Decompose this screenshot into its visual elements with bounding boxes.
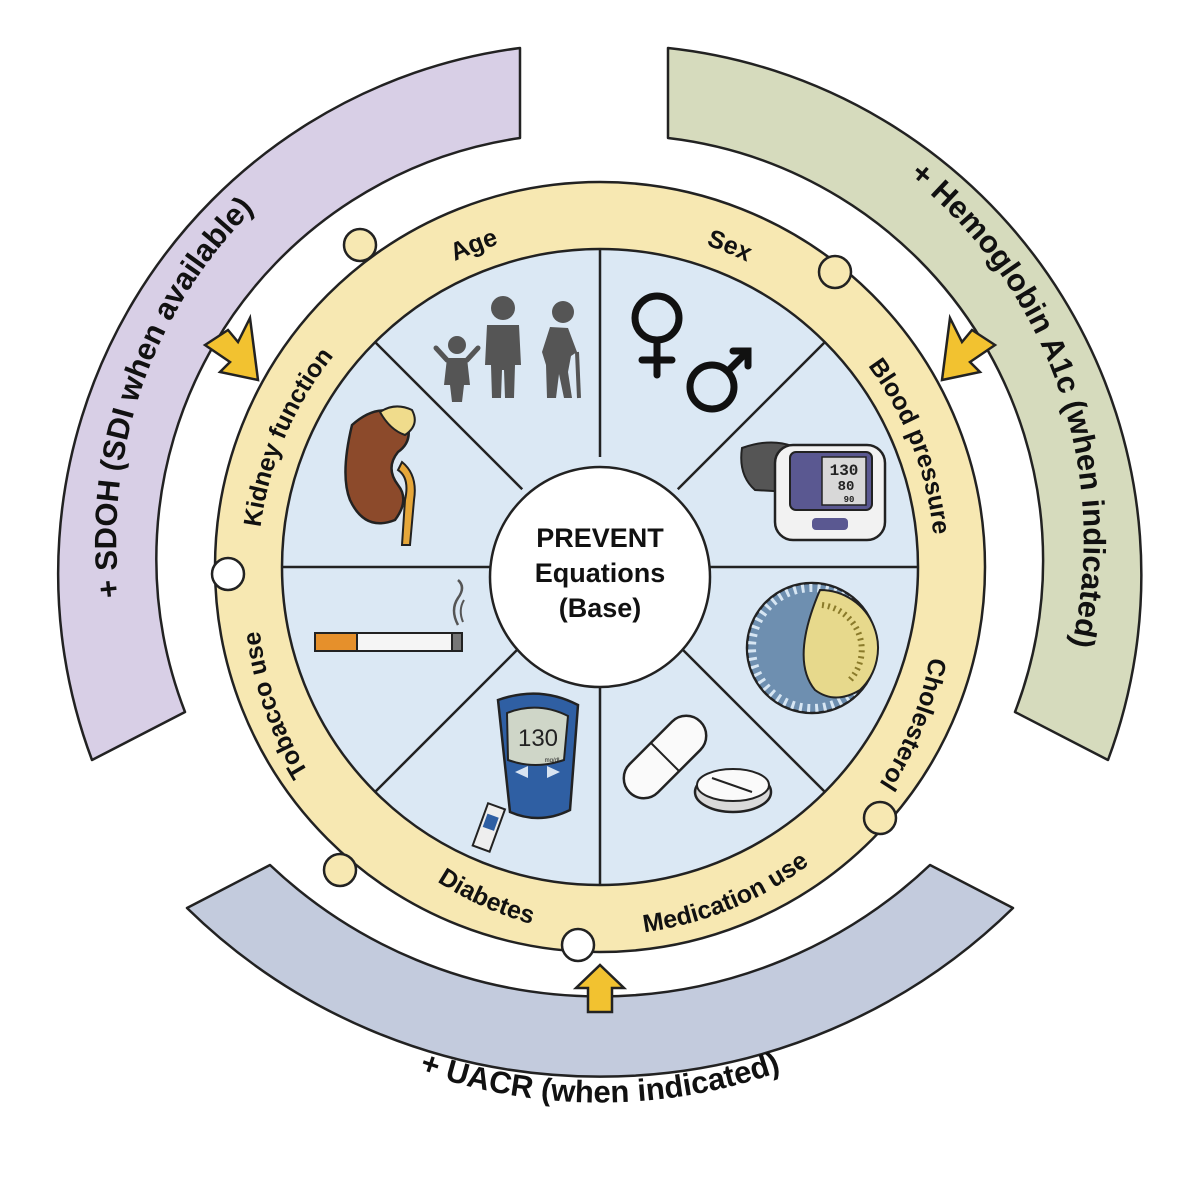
center-line2: Equations (535, 558, 666, 588)
blood-pressure-monitor-icon: 130 80 90 (740, 441, 887, 542)
glucose-reading: 130 (518, 725, 558, 752)
segment-divider (676, 643, 826, 793)
center-line1: PREVENT (536, 523, 664, 553)
segment-divider (374, 643, 524, 793)
sex-symbols-icon (631, 292, 752, 413)
center-hub: PREVENT Equations (Base) (488, 465, 712, 689)
arrow-bottom (572, 963, 628, 1014)
segment-divider (374, 341, 524, 491)
medication-pills-icon (622, 714, 773, 814)
kidney-icon (344, 405, 416, 546)
glucose-unit: mg/dL (545, 758, 562, 764)
bp-pulse: 90 (844, 495, 855, 505)
people-icon (433, 296, 581, 402)
glucose-meter-icon: 130 mg/dL (471, 692, 580, 853)
segment-divider (676, 341, 826, 491)
cigarette-icon (314, 579, 465, 652)
cholesterol-particle-icon (745, 581, 879, 715)
arrow-left (202, 313, 260, 382)
bp-systolic: 130 (830, 462, 859, 480)
bp-diastolic: 80 (838, 479, 855, 495)
center-line3: (Base) (559, 593, 642, 623)
arrow-right (940, 313, 998, 382)
